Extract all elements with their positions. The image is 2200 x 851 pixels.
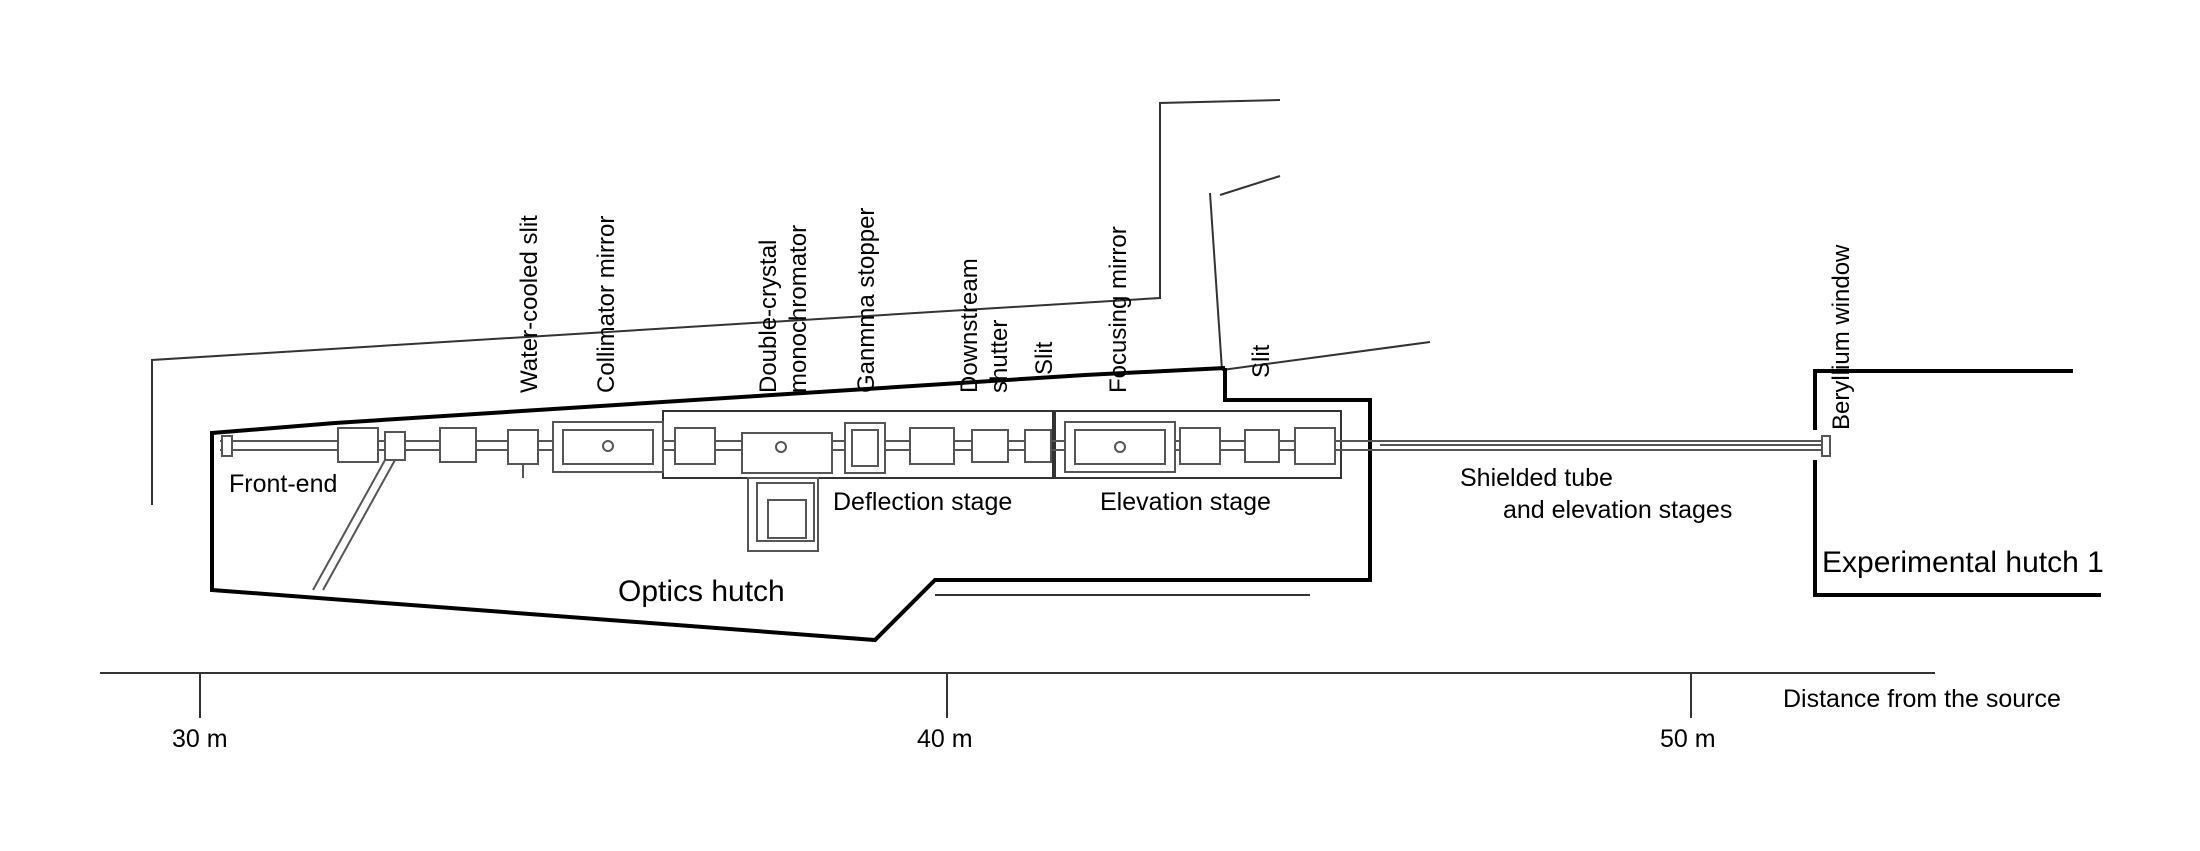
axis-tick-label-40: 40 m bbox=[917, 725, 973, 753]
shielded-line-2: and elevation stages bbox=[1503, 496, 1733, 524]
label-experimental-hutch: Experimental hutch 1 bbox=[1822, 546, 2104, 579]
slit-2-body bbox=[1294, 427, 1336, 465]
beryllium-window-flange bbox=[1821, 435, 1831, 457]
label-slit-2: Slit bbox=[1248, 344, 1275, 378]
dcm-line-2: monochromator bbox=[785, 224, 812, 393]
distance-axis bbox=[100, 672, 1935, 718]
slit-1-body bbox=[1024, 429, 1052, 463]
front-end-valve bbox=[384, 431, 406, 461]
label-double-crystal-monochromator: Double-crystal monochromator bbox=[754, 225, 814, 393]
water-cooled-slit-head bbox=[507, 429, 539, 465]
label-slit-1: Slit bbox=[1031, 341, 1058, 375]
building-walls bbox=[151, 99, 1431, 505]
shutter-pump bbox=[909, 427, 955, 465]
label-collimator-mirror: Collimator mirror bbox=[593, 215, 620, 393]
label-elevation-stage: Elevation stage bbox=[1100, 488, 1271, 516]
label-beryllium-window: Beryllium window bbox=[1828, 244, 1855, 430]
optics-hutch-outline bbox=[210, 366, 1372, 643]
shielded-line-1: Shielded tube bbox=[1460, 464, 1613, 492]
label-downstream-shutter: Downstream shutter bbox=[955, 258, 1015, 393]
front-end-assembly bbox=[337, 427, 379, 463]
dcm-pump-left bbox=[674, 427, 716, 465]
shutter-valve bbox=[971, 429, 1009, 463]
elevation-stage-box bbox=[1054, 410, 1342, 479]
label-shielded-tube: Shielded tube and elevation stages bbox=[1460, 462, 1732, 526]
diagonal-pipe bbox=[312, 459, 396, 591]
elevation-pump bbox=[1179, 427, 1221, 465]
water-cooled-slit-body bbox=[439, 427, 477, 463]
label-focusing-mirror: Focusing mirror bbox=[1105, 226, 1132, 393]
shutter-line-2: shutter bbox=[986, 319, 1013, 393]
beam-pipe bbox=[220, 440, 1825, 451]
beamline-components bbox=[221, 421, 1831, 552]
label-optics-hutch: Optics hutch bbox=[618, 575, 785, 608]
label-gamma-stopper: Ganmma stopper bbox=[853, 207, 880, 393]
dcm-line-1: Double-crystal bbox=[755, 239, 782, 393]
axis-tick-label-30: 30 m bbox=[172, 725, 228, 753]
dcm-chamber bbox=[741, 432, 833, 474]
label-water-cooled-slit: Water-cooled slit bbox=[516, 215, 543, 393]
experimental-hutch-outline bbox=[1813, 369, 2101, 597]
front-end-flange bbox=[221, 435, 233, 457]
shutter-line-1: Downstream bbox=[956, 258, 983, 393]
elevation-valve bbox=[1244, 429, 1280, 463]
label-front-end: Front-end bbox=[229, 470, 338, 498]
label-deflection-stage: Deflection stage bbox=[833, 488, 1013, 516]
label-distance-caption: Distance from the source bbox=[1783, 685, 2061, 713]
axis-tick-label-50: 50 m bbox=[1660, 725, 1716, 753]
